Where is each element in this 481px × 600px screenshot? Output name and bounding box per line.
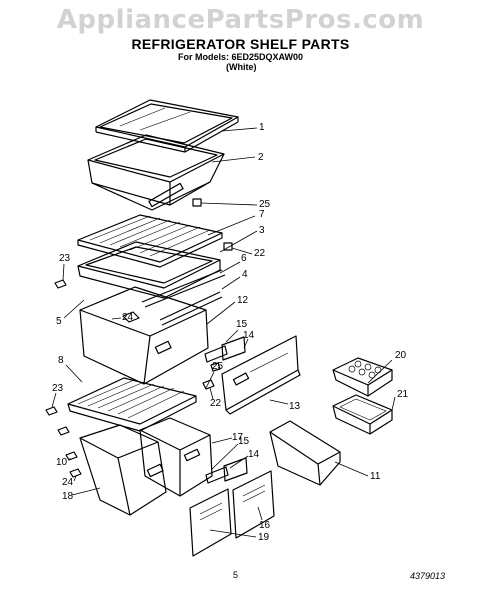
callout-4: 4 bbox=[242, 269, 248, 280]
color-subtitle: (White) bbox=[226, 62, 257, 72]
callout-5: 5 bbox=[56, 316, 62, 327]
watermark: AppliancePartsPros.com bbox=[56, 5, 425, 35]
callout-2: 2 bbox=[258, 152, 264, 163]
callout-18: 18 bbox=[62, 491, 74, 502]
callout-17: 17 bbox=[232, 432, 244, 443]
callout-20: 20 bbox=[395, 350, 407, 361]
page-title: REFRIGERATOR SHELF PARTS bbox=[131, 36, 350, 52]
callout-21: 21 bbox=[397, 389, 409, 400]
part-12-crisper bbox=[79, 286, 209, 385]
page-number: 5 bbox=[233, 570, 239, 580]
part-21-butter-dish bbox=[332, 394, 393, 435]
callout-15: 15 bbox=[236, 319, 248, 330]
part-18-left-bin bbox=[79, 424, 167, 516]
part-4-rails bbox=[141, 269, 226, 326]
callout-22b: 22 bbox=[210, 398, 222, 409]
callout-24b: 24 bbox=[62, 477, 74, 488]
callout-25b: 25 bbox=[212, 361, 224, 372]
callout-16: 16 bbox=[259, 520, 271, 531]
callout-6: 6 bbox=[241, 253, 247, 264]
callout-15b: 15 bbox=[238, 436, 250, 447]
callout-7: 7 bbox=[259, 209, 265, 220]
part-13-drawer-front bbox=[221, 335, 301, 415]
callout-24: 24 bbox=[122, 312, 134, 323]
callout-22: 22 bbox=[254, 248, 266, 259]
part-1-glass-shelf bbox=[95, 99, 239, 153]
part-6-frame bbox=[77, 241, 221, 299]
callout-23: 23 bbox=[59, 253, 71, 264]
callout-10: 10 bbox=[56, 457, 68, 468]
callout-11: 11 bbox=[370, 471, 381, 482]
callout-19: 19 bbox=[258, 532, 270, 543]
document-code: 4379013 bbox=[410, 571, 446, 581]
callout-8: 8 bbox=[58, 355, 64, 366]
callout-25: 25 bbox=[259, 199, 271, 210]
callout-14b: 14 bbox=[248, 449, 260, 460]
callout-1: 1 bbox=[259, 122, 265, 133]
callout-14: 14 bbox=[243, 330, 255, 341]
callout-23b: 23 bbox=[52, 383, 64, 394]
models-subtitle: For Models: 6ED25DQXAW00 bbox=[177, 52, 304, 62]
callout-3: 3 bbox=[259, 225, 265, 236]
callout-12: 12 bbox=[237, 295, 249, 306]
part-8-lower-shelf bbox=[67, 377, 197, 432]
part-7-wire-shelf bbox=[77, 214, 223, 268]
part-2-shelf-frame bbox=[87, 134, 225, 211]
part-20-egg-tray bbox=[332, 357, 393, 397]
callout-13: 13 bbox=[289, 401, 301, 412]
part-19-drawer-fronts bbox=[189, 470, 275, 557]
part-17-right-bin bbox=[139, 417, 213, 497]
part-11-door-bin bbox=[269, 420, 341, 486]
